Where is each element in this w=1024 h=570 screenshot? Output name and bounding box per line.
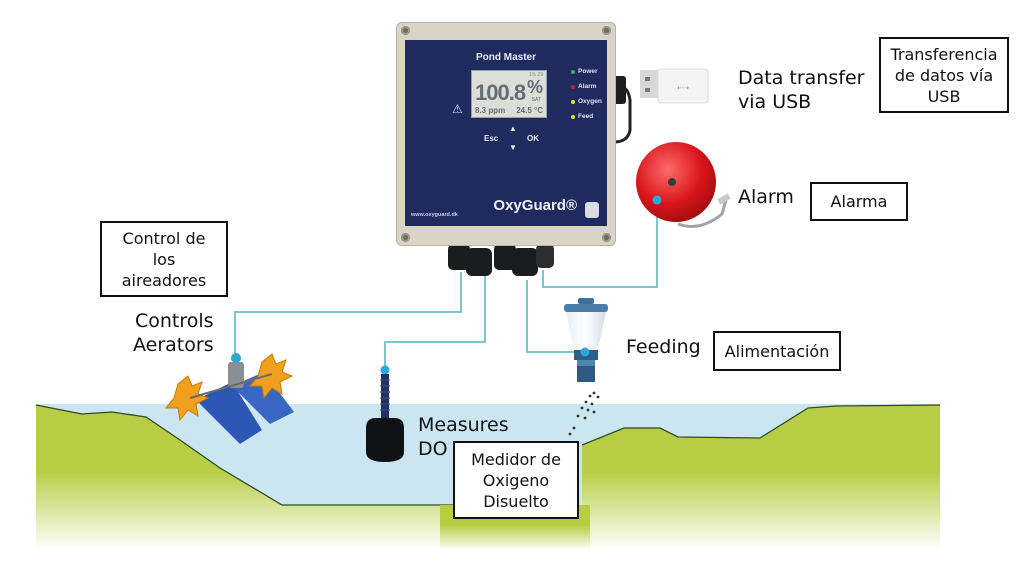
feeding-label-en: Feeding [626, 336, 701, 358]
lcd-temperature: 24.5 °C [516, 106, 543, 115]
cable-feeder [526, 280, 582, 353]
cable-glands [448, 244, 554, 276]
label-line: Alimentación [724, 341, 830, 361]
do-label-es: Medidor de Oxigeno Disuelto [453, 441, 579, 519]
label-line: Disuelto [483, 491, 549, 511]
screw-icon [602, 233, 611, 242]
brand-logo: OxyGuard® [493, 197, 577, 214]
led-power-light [571, 69, 575, 74]
label-line: Aerators [133, 334, 214, 356]
right-bank [582, 405, 940, 550]
alarm-mute-icon[interactable]: ⚠ [452, 102, 463, 116]
device-title: Pond Master [475, 52, 536, 63]
cable-aerator [234, 272, 462, 356]
lcd-unit: % [526, 77, 543, 97]
left-bank [36, 405, 455, 550]
label-line: Medidor de [471, 449, 561, 469]
led-feed: Feed [571, 113, 593, 120]
pond-master-controller: Pond Master 1% 29 100.8 % SAT 8.3 ppm 24… [396, 22, 616, 246]
aerator-icon [164, 353, 294, 444]
usb-label-es: Transferencia de datos vía USB [879, 37, 1009, 113]
label-line: de datos vía [894, 65, 994, 85]
led-oxygen-light [571, 99, 575, 104]
aerators-label-en: Controls Aerators [133, 309, 214, 357]
led-alarm: Alarm [571, 83, 596, 90]
svg-text:⇠⇢: ⇠⇢ [677, 84, 689, 92]
led-label: Oxygen [578, 98, 602, 105]
label-line: Transferencia [890, 44, 998, 64]
usb-stick-icon: ⇠⇢ [612, 68, 709, 144]
label-line: Control de [122, 228, 206, 248]
label-line: Alarma [830, 192, 888, 211]
label-line: Measures [418, 414, 509, 436]
cables [234, 200, 658, 370]
cable-do-probe [384, 272, 486, 370]
aerators-label-es: Control de los aireadores [100, 221, 228, 297]
led-power: Power [571, 68, 598, 75]
alarm-label-es: Alarma [810, 182, 908, 221]
label-line: Controls [135, 310, 214, 332]
device-url: www.oxyguard.dk [411, 212, 458, 218]
label-line: Oxigeno [482, 470, 550, 490]
cable-alarm [542, 200, 658, 288]
screw-icon [401, 26, 410, 35]
lcd-unit-sub: SAT [531, 97, 541, 103]
down-button[interactable]: ▼ [509, 143, 517, 152]
feeding-label-es: Alimentación [713, 331, 841, 371]
probe-logo-icon [585, 202, 599, 218]
ok-button[interactable]: OK [527, 134, 539, 143]
led-label: Feed [578, 113, 594, 120]
up-button[interactable]: ▲ [509, 124, 517, 133]
led-label: Power [578, 68, 598, 75]
led-feed-light [571, 114, 575, 119]
label-line: aireadores [121, 270, 207, 290]
do-probe-icon [366, 365, 404, 462]
label-line: DO [418, 438, 448, 460]
esc-button[interactable]: Esc [484, 134, 499, 143]
feeder-icon [564, 298, 608, 436]
do-label-en: Measures DO [418, 413, 509, 461]
led-label: Alarm [578, 83, 597, 90]
label-line: los [152, 249, 176, 269]
lcd-corner-indicator: 1% 29 [528, 72, 543, 78]
lcd-oxygen-value: 100.8 [475, 80, 526, 105]
alarm-bell-icon [636, 142, 731, 228]
led-oxygen: Oxygen [571, 98, 602, 105]
front-panel: Pond Master 1% 29 100.8 % SAT 8.3 ppm 24… [405, 40, 607, 226]
label-line: Data transfer [738, 67, 865, 89]
alarm-label-en: Alarm [738, 186, 794, 208]
label-line: via USB [738, 91, 812, 113]
screw-icon [602, 26, 611, 35]
lcd-ppm-value: 8.3 ppm [475, 106, 506, 115]
screw-icon [401, 233, 410, 242]
label-line: USB [927, 86, 961, 106]
lcd-display: 1% 29 100.8 % SAT 8.3 ppm 24.5 °C [471, 70, 547, 118]
led-alarm-light [571, 84, 575, 89]
usb-label-en: Data transfer via USB [738, 66, 864, 114]
